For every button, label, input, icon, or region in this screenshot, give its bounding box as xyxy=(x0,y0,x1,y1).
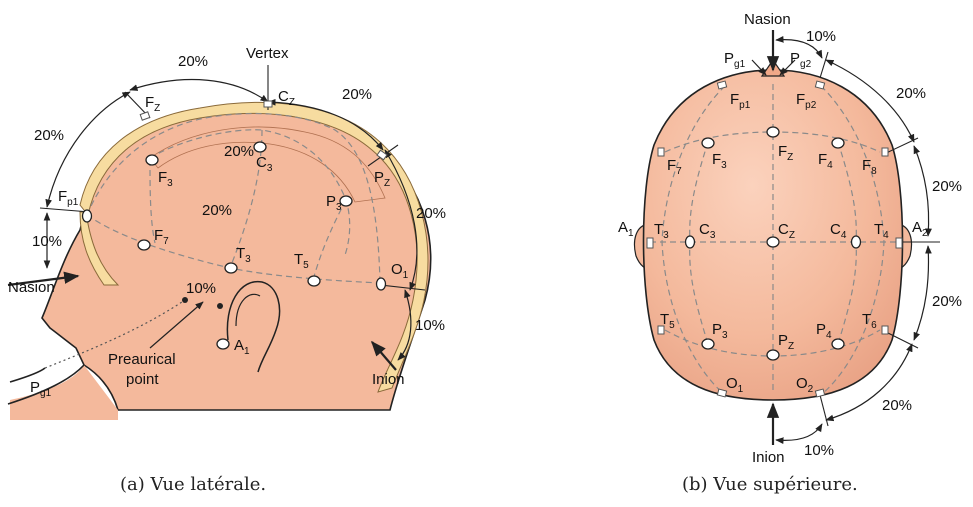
electrode-fz xyxy=(767,127,779,137)
pct-lateral-right: 20% xyxy=(416,205,446,222)
pct-lateral-inion: 10% xyxy=(415,317,445,334)
preauricular-label-line2: point xyxy=(126,371,159,388)
fz-marker xyxy=(140,112,150,120)
t6-marker xyxy=(882,326,888,334)
pct-bottom: 10% xyxy=(804,442,834,459)
inion-label: Inion xyxy=(752,449,785,466)
arc-mid-right-20b xyxy=(914,246,928,340)
electrode-f3 xyxy=(702,138,714,148)
o2-marker xyxy=(815,389,824,397)
electrode-t3 xyxy=(225,263,237,273)
t3-marker xyxy=(647,238,653,248)
f8-marker xyxy=(882,148,888,156)
lateral-view: Vertex Nasion Inion Preaurical point 20%… xyxy=(8,45,446,495)
label-pg2: Pg2 xyxy=(790,50,812,70)
pct-top: 10% xyxy=(806,28,836,45)
label-pg1: Pg1 xyxy=(724,50,746,70)
pct-upper-right: 20% xyxy=(896,85,926,102)
pct-lateral-left: 20% xyxy=(34,127,64,144)
pct-mid-right-1: 20% xyxy=(932,178,962,195)
cz-marker xyxy=(264,101,272,107)
label-fz: FZ xyxy=(145,94,160,114)
nasion-label: Nasion xyxy=(8,279,55,296)
electrode-p4 xyxy=(832,339,844,349)
pct-lateral-inner-mid: 20% xyxy=(202,202,232,219)
electrode-o1 xyxy=(377,278,386,290)
fp2-marker xyxy=(815,81,824,89)
electrode-p3 xyxy=(340,196,352,206)
f7-marker xyxy=(658,148,664,156)
pct-lateral-nasion: 10% xyxy=(32,233,62,250)
electrode-c4 xyxy=(852,236,861,248)
inion-label: Inion xyxy=(372,371,405,388)
pct-lateral-top-right: 20% xyxy=(342,86,372,103)
pct-lateral-inner-top: 20% xyxy=(224,143,254,160)
arc-bottom-10 xyxy=(776,424,822,440)
caption-lateral: (a) Vue latérale. xyxy=(120,474,266,495)
electrode-f7 xyxy=(138,240,150,250)
label-a2: A2 xyxy=(912,219,928,239)
fp1-marker xyxy=(717,81,726,89)
caption-top: (b) Vue supérieure. xyxy=(682,474,858,495)
electrode-c3 xyxy=(254,142,266,152)
t4-marker xyxy=(896,238,902,248)
tick-o2 xyxy=(820,395,828,426)
pct-mid-right-2: 20% xyxy=(932,293,962,310)
label-a1: A1 xyxy=(618,219,634,239)
electrode-pz xyxy=(767,350,779,360)
nasion-label: Nasion xyxy=(744,11,791,28)
label-fp1: Fp1 xyxy=(58,188,79,208)
electrode-t5 xyxy=(308,276,320,286)
preauricular-label-line1: Preaurical xyxy=(108,351,176,368)
electrode-fp1 xyxy=(83,210,92,222)
electrode-p3 xyxy=(702,339,714,349)
electrode-c3 xyxy=(686,236,695,248)
electrode-cz xyxy=(767,237,779,247)
electrode-a1 xyxy=(217,339,229,349)
vertex-label: Vertex xyxy=(246,45,289,62)
preauricular-marker xyxy=(182,297,188,303)
top-view: Nasion Inion 10% 20% 20% 20% 20% 10% Pg1… xyxy=(618,11,962,495)
pct-lateral-top-left: 20% xyxy=(178,53,208,70)
electrode-f4 xyxy=(832,138,844,148)
pct-lateral-ear: 10% xyxy=(186,280,216,297)
electrode-f3 xyxy=(146,155,158,165)
pct-lower-right: 20% xyxy=(882,397,912,414)
preauricular-marker xyxy=(217,303,223,309)
